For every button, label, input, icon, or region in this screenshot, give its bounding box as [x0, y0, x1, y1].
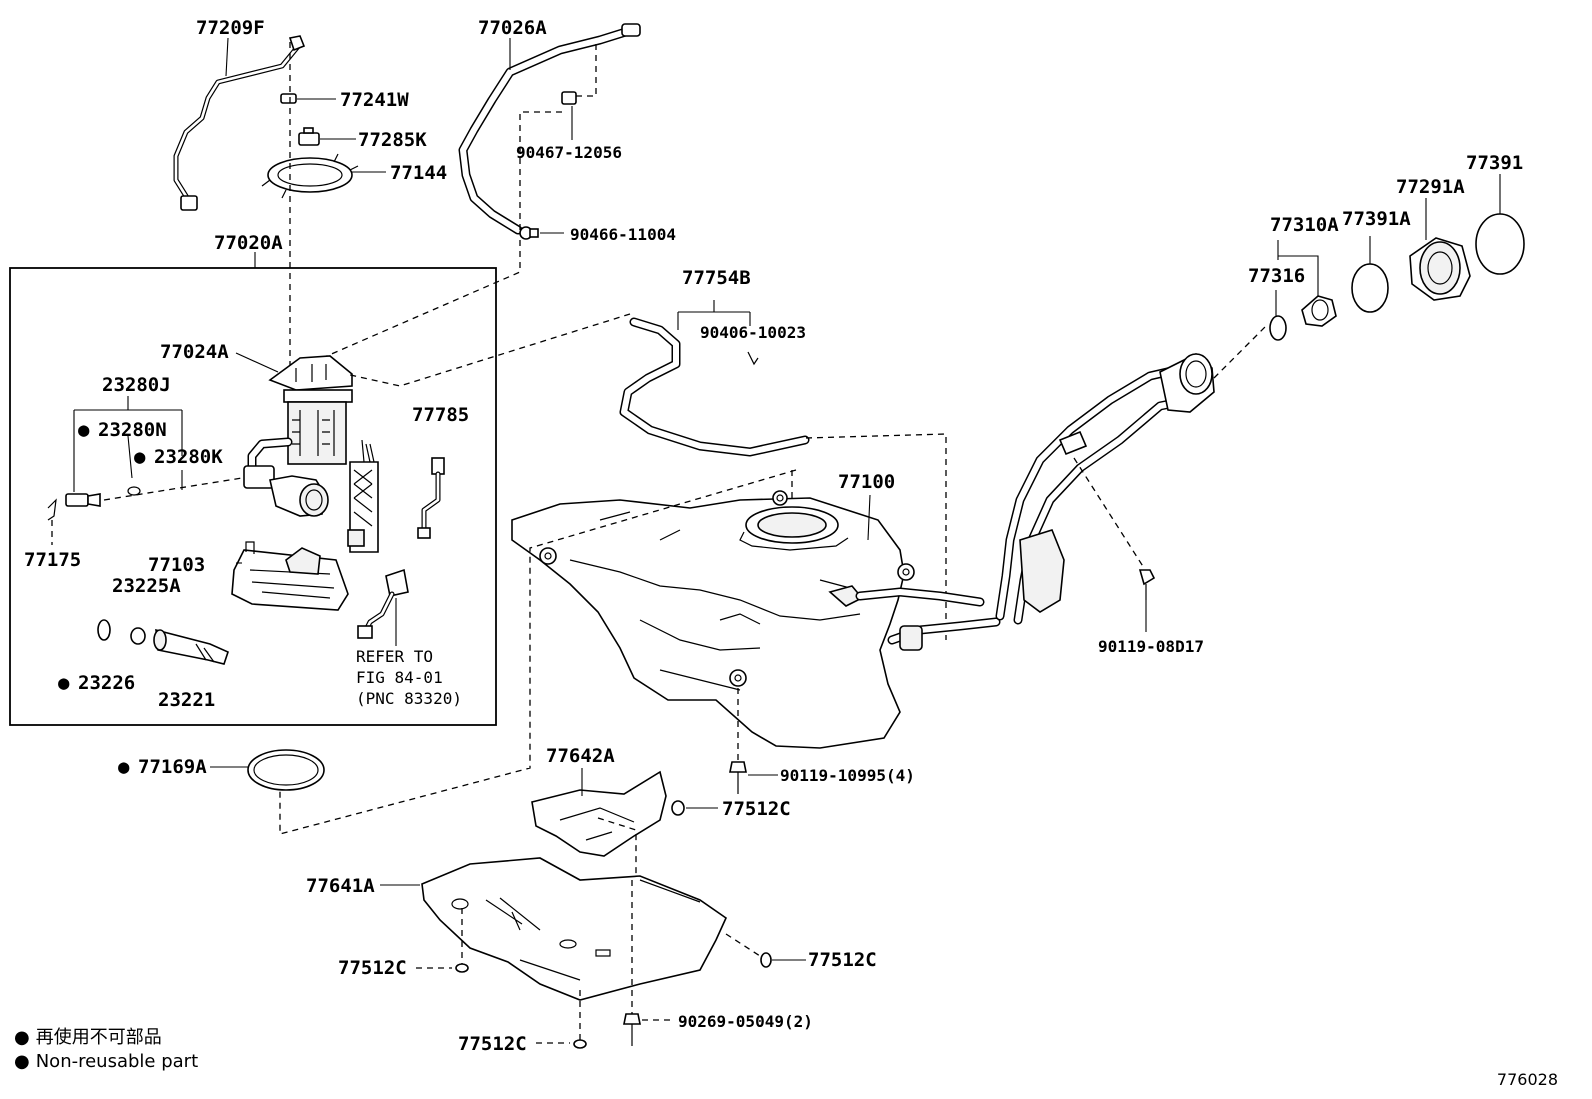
label-90269-05049: 90269-05049(2)	[678, 1012, 813, 1031]
label-77512c-b: 77512C	[338, 957, 407, 979]
ring-77391a	[1351, 263, 1389, 313]
legend-marker-1: ●	[14, 1027, 30, 1048]
fuel-tank-77100	[511, 490, 1001, 749]
label-77310a: 77310A	[1270, 214, 1339, 236]
legend-row-english: ● Non-reusable part	[14, 1050, 198, 1074]
fuel-pump-module-77024a	[243, 355, 353, 517]
filler-pipe	[995, 353, 1215, 625]
label-77316: 77316	[1248, 265, 1305, 287]
bracket-77103	[231, 541, 349, 611]
ring-77391	[1475, 213, 1525, 275]
gasket-77316	[1269, 315, 1287, 341]
label-77241w: 77241W	[340, 89, 409, 111]
label-23225a: 23225A	[112, 575, 181, 597]
protector-77642a	[531, 770, 667, 857]
label-77642a: 77642A	[546, 745, 615, 767]
label-refer-line1: REFER TO	[356, 647, 433, 666]
legend-text-english: Non-reusable part	[35, 1051, 199, 1072]
fuel-sender-wire-harness	[173, 35, 306, 211]
label-77024a: 77024A	[160, 341, 229, 363]
label-77512c-c: 77512C	[808, 949, 877, 971]
label-23280n-marker: ●	[78, 419, 90, 441]
o-ring-23226	[97, 619, 111, 641]
legend-row-japanese: ● 再使用不可部品	[14, 1026, 198, 1050]
label-77020a: 77020A	[214, 232, 283, 254]
fuel-cap-77310a	[1301, 295, 1337, 327]
label-23221: 23221	[158, 689, 215, 711]
bolt-90269-05049	[623, 1013, 641, 1046]
label-77291a: 77291A	[1396, 176, 1465, 198]
breather-hose-77754b	[619, 317, 810, 457]
label-90119-10995: 90119-10995(4)	[780, 766, 915, 785]
fuel-pump-assembly-box	[9, 267, 497, 726]
label-77100: 77100	[838, 471, 895, 493]
housing-77291a	[1409, 237, 1471, 301]
clip-77512c-c	[760, 952, 772, 968]
label-77785: 77785	[412, 404, 469, 426]
label-23226-marker: ●	[58, 672, 70, 694]
bolt-90119-10995	[729, 761, 747, 794]
label-refer-line3: (PNC 83320)	[356, 689, 462, 708]
clip-77512c-b	[455, 963, 469, 973]
label-90406-10023: 90406-10023	[700, 323, 806, 342]
label-refer-line2: FIG 84-01	[356, 668, 443, 687]
label-77391: 77391	[1466, 152, 1523, 174]
connector-77285k	[298, 127, 320, 146]
clip-90467-12056	[561, 91, 577, 105]
label-23280k: 23280K	[154, 446, 223, 468]
under-cover-77641a	[421, 857, 728, 1001]
label-90467-12056: 90467-12056	[516, 143, 622, 162]
label-90119-08d17: 90119-08D17	[1098, 637, 1204, 656]
label-77026a: 77026A	[478, 17, 547, 39]
label-77175: 77175	[24, 549, 81, 571]
label-23280j: 23280J	[102, 374, 171, 396]
legend-marker-2: ●	[14, 1051, 30, 1072]
label-77285k: 77285K	[358, 129, 427, 151]
filter-23221	[153, 628, 229, 665]
clip-77512c-a	[671, 800, 685, 816]
clip-77512c-d	[573, 1039, 587, 1049]
gasket-77169a	[247, 749, 325, 791]
bolt-90119-08d17	[1138, 569, 1156, 600]
label-77641a: 77641A	[306, 875, 375, 897]
label-77512c-d: 77512C	[458, 1033, 527, 1055]
label-23280n: 23280N	[98, 419, 167, 441]
label-77209f: 77209F	[196, 17, 265, 39]
label-77512c-a: 77512C	[722, 798, 791, 820]
figure-number: 776028	[1496, 1070, 1558, 1089]
retaining-ring-77144	[261, 153, 359, 199]
legend-text-japanese: 再使用不可部品	[35, 1027, 162, 1048]
label-90466-11004: 90466-11004	[570, 225, 676, 244]
clamp-90406-10023	[747, 351, 759, 366]
label-77144: 77144	[390, 162, 447, 184]
clip-77241w	[280, 93, 297, 104]
clamp-90466-11004	[519, 226, 539, 240]
label-77754b: 77754B	[682, 267, 751, 289]
label-23280k-marker: ●	[134, 446, 146, 468]
label-23226: 23226	[78, 672, 135, 694]
label-77103: 77103	[148, 554, 205, 576]
fuel-sender-77785	[417, 457, 445, 539]
label-77391a: 77391A	[1342, 208, 1411, 230]
label-77169a: 77169A	[138, 756, 207, 778]
o-ring-23225a	[130, 627, 146, 645]
sender-unit-refer	[357, 568, 409, 639]
label-77169a-marker: ●	[118, 756, 130, 778]
legend: ● 再使用不可部品 ● Non-reusable part	[14, 1026, 198, 1074]
clip-77175	[47, 498, 57, 521]
vent-tube-77026a	[458, 23, 641, 235]
pressure-regulator-23280j	[65, 396, 183, 507]
level-gauge-bracket	[347, 439, 379, 553]
